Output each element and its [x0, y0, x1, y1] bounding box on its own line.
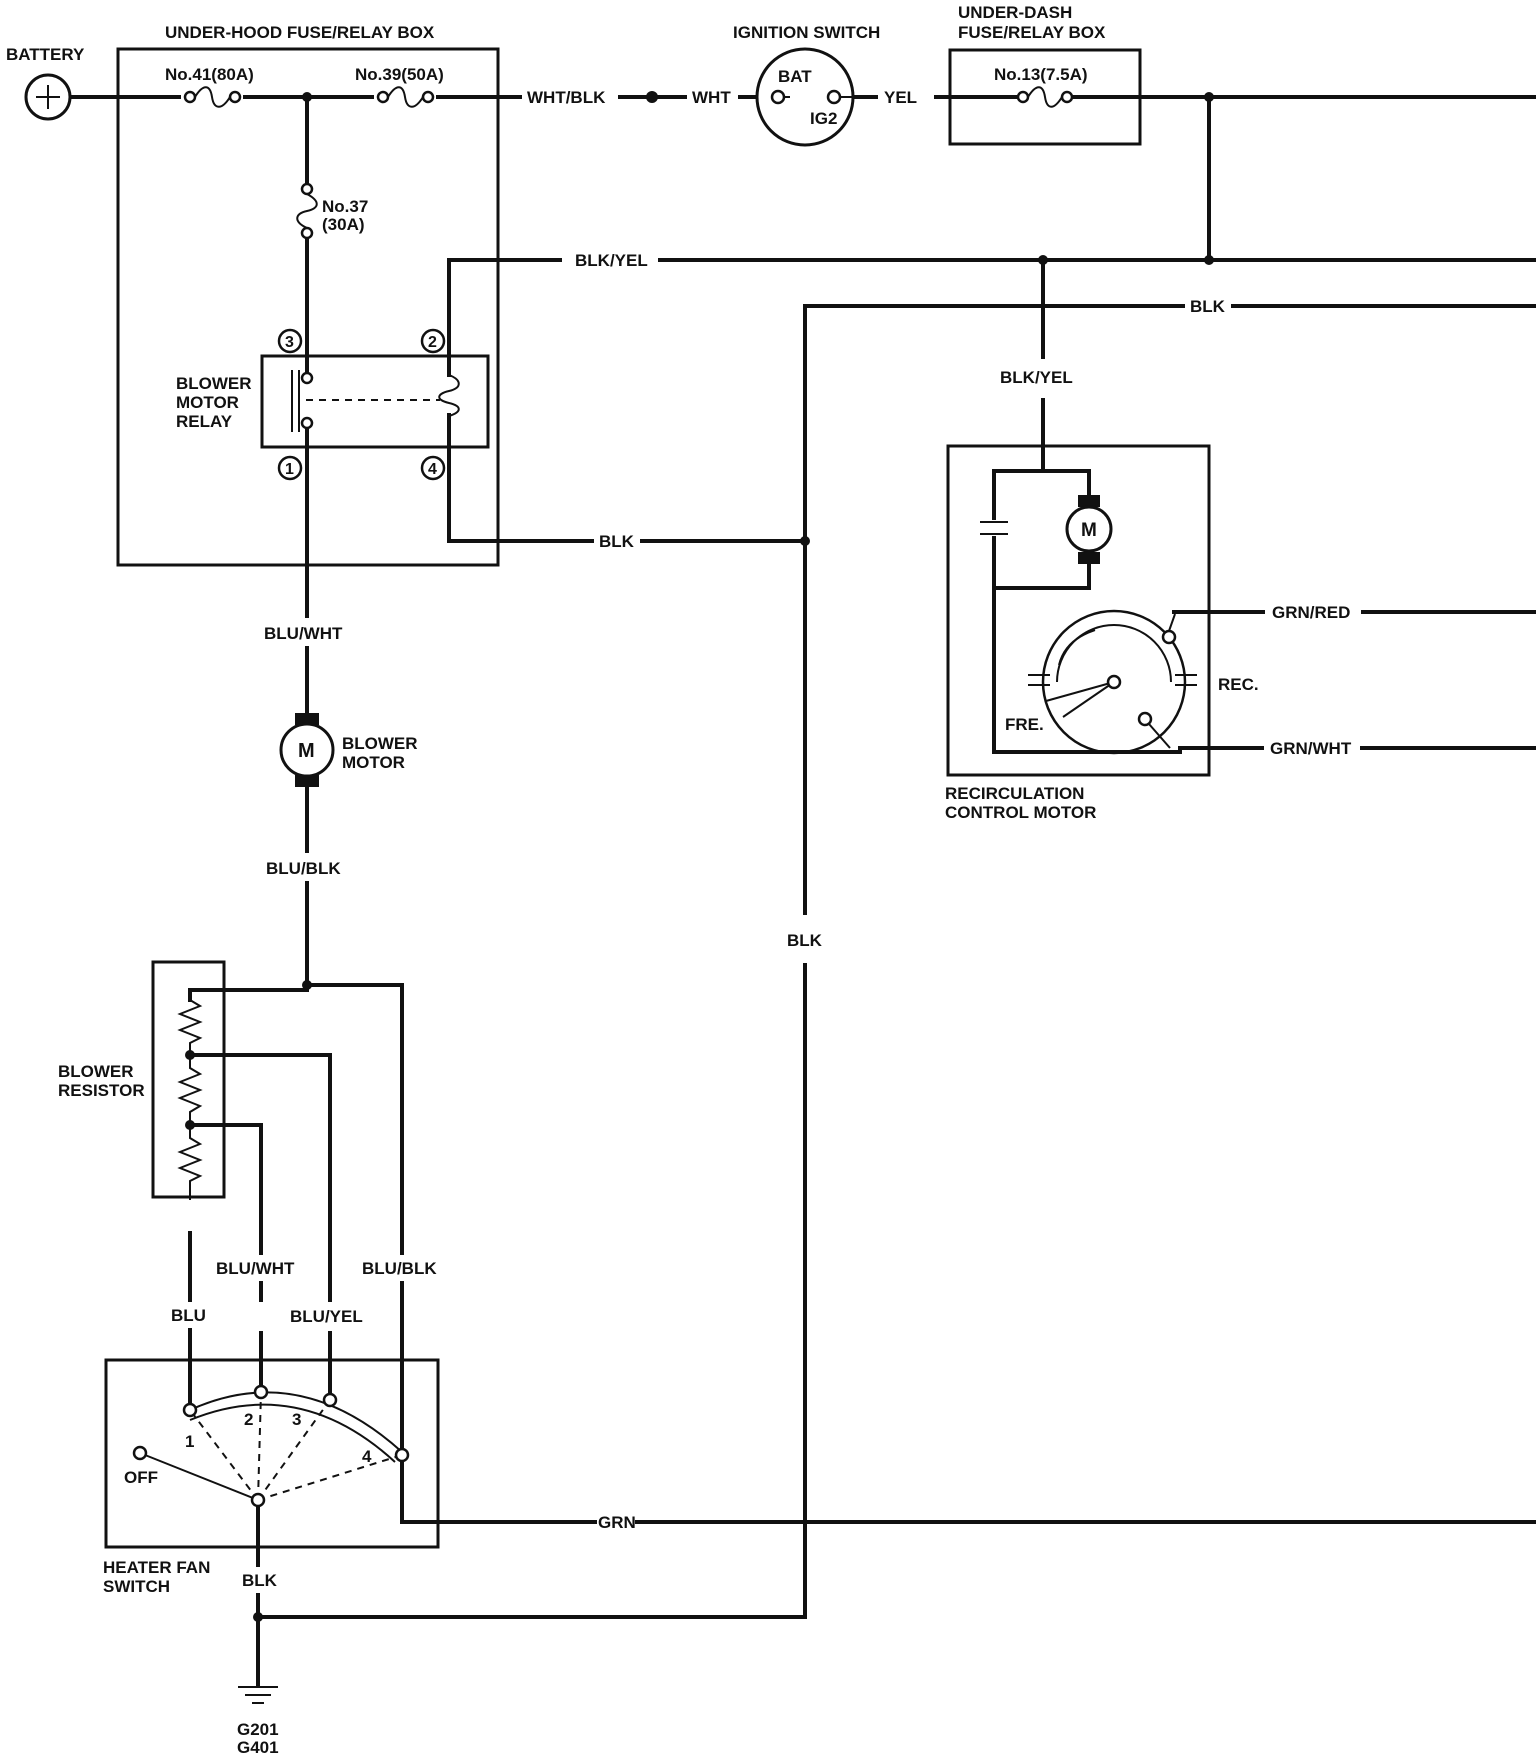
blower-motor-label-line2: MOTOR — [342, 753, 405, 772]
wire-label-yel: YEL — [884, 88, 917, 107]
underhood-box-label: UNDER-HOOD FUSE/RELAY BOX — [165, 23, 435, 42]
underdash-box-label-line2: FUSE/RELAY BOX — [958, 23, 1106, 42]
fuse-41-label: No.41(80A) — [165, 65, 254, 84]
blower-resistor: BLOWER RESISTOR — [58, 960, 226, 1200]
blower-motor-symbol: M — [298, 740, 315, 762]
relay-pin-3: 3 — [285, 334, 294, 351]
blower-motor-relay: BLOWER MOTOR RELAY 3 2 1 4 — [176, 328, 490, 481]
junction-dots — [253, 91, 1214, 1622]
ignition-switch-label: IGNITION SWITCH — [733, 23, 880, 42]
wires — [68, 95, 1536, 1687]
wire-label-blu-wht-switch: BLU/WHT — [216, 1259, 295, 1278]
heater-fan-switch: OFF 1 2 3 4 HEATER FAN SWITCH — [103, 1358, 440, 1596]
wire-label-blk-vertical: BLK — [787, 931, 823, 950]
switch-pos-1: 1 — [185, 1432, 194, 1451]
battery-label: BATTERY — [6, 45, 85, 64]
wire-label-blu-wht-motor: BLU/WHT — [264, 624, 343, 643]
underhood-fuse-relay-box: UNDER-HOOD FUSE/RELAY BOX — [116, 20, 500, 567]
fuse-37-label-line2: (30A) — [322, 215, 365, 234]
recirc-label-line2: CONTROL MOTOR — [945, 803, 1096, 822]
ignition-ig2-label: IG2 — [810, 109, 837, 128]
ground-label-line2: G401 — [237, 1738, 279, 1756]
relay-pin-4: 4 — [428, 461, 437, 478]
wire-label-wht: WHT — [692, 88, 731, 107]
relay-label-line3: RELAY — [176, 412, 233, 431]
wire-label-blk-yel-top: BLK/YEL — [575, 251, 648, 270]
switch-pos-4: 4 — [362, 1447, 372, 1466]
fuse-39: No.39(50A) — [355, 65, 444, 108]
wire-label-grn-wht: GRN/WHT — [1270, 739, 1352, 758]
blower-resistor-label-line1: BLOWER — [58, 1062, 134, 1081]
recirc-fre-label: FRE. — [1005, 715, 1044, 734]
underdash-fuse-relay-box: No.13(7.5A) UNDER-DASH FUSE/RELAY BOX — [948, 3, 1142, 146]
wire-labels: WHT/BLK WHT YEL BLK/YEL BLK BLK/YEL BLK … — [168, 88, 1352, 1593]
recirc-label-line1: RECIRCULATION — [945, 784, 1084, 803]
wire-label-grn-red: GRN/RED — [1272, 603, 1350, 622]
relay-label-line1: BLOWER — [176, 374, 252, 393]
battery: BATTERY — [6, 45, 85, 121]
wire-label-blk-yel-recirc: BLK/YEL — [1000, 368, 1073, 387]
wire-label-blu-blk-motor: BLU/BLK — [266, 859, 341, 878]
wire-label-wht-blk: WHT/BLK — [527, 88, 606, 107]
blower-resistor-label-line2: RESISTOR — [58, 1081, 145, 1100]
ground: G201 G401 — [237, 1686, 279, 1756]
wire-label-blu-yel: BLU/YEL — [290, 1307, 363, 1326]
switch-pos-off: OFF — [124, 1468, 158, 1487]
fuse-39-label: No.39(50A) — [355, 65, 444, 84]
switch-pos-3: 3 — [292, 1410, 301, 1429]
wire-label-blu: BLU — [171, 1306, 206, 1325]
ignition-bat-label: BAT — [778, 67, 812, 86]
recirculation-control-motor: M FRE. REC. RECIRCULATION CONTROL MOTOR — [945, 444, 1259, 822]
wire-label-grn: GRN — [598, 1513, 636, 1532]
wire-label-blk-top: BLK — [1190, 297, 1226, 316]
fuse-37: No.37 (30A) — [296, 182, 368, 240]
heater-fan-switch-label-line2: SWITCH — [103, 1577, 170, 1596]
switch-pos-2: 2 — [244, 1410, 253, 1429]
wire-label-blu-blk-switch: BLU/BLK — [362, 1259, 437, 1278]
wire-label-blk-ground: BLK — [242, 1571, 278, 1590]
relay-label-line2: MOTOR — [176, 393, 239, 412]
recirc-motor-symbol: M — [1081, 520, 1097, 541]
ground-label-line1: G201 — [237, 1720, 279, 1739]
fuse-37-label-line1: No.37 — [322, 197, 368, 216]
recirc-rec-label: REC. — [1218, 675, 1259, 694]
blower-motor: M BLOWER MOTOR — [279, 713, 418, 787]
heater-fan-switch-label-line1: HEATER FAN — [103, 1558, 210, 1577]
relay-pin-2: 2 — [428, 334, 437, 351]
relay-pin-1: 1 — [285, 461, 294, 478]
fuse-13-label: No.13(7.5A) — [994, 65, 1088, 84]
underdash-box-label-line1: UNDER-DASH — [958, 3, 1072, 22]
fuse-41: No.41(80A) — [165, 65, 254, 108]
wire-label-blk-relay: BLK — [599, 532, 635, 551]
ignition-switch: BAT IG2 IGNITION SWITCH — [733, 23, 880, 147]
blower-motor-label-line1: BLOWER — [342, 734, 418, 753]
